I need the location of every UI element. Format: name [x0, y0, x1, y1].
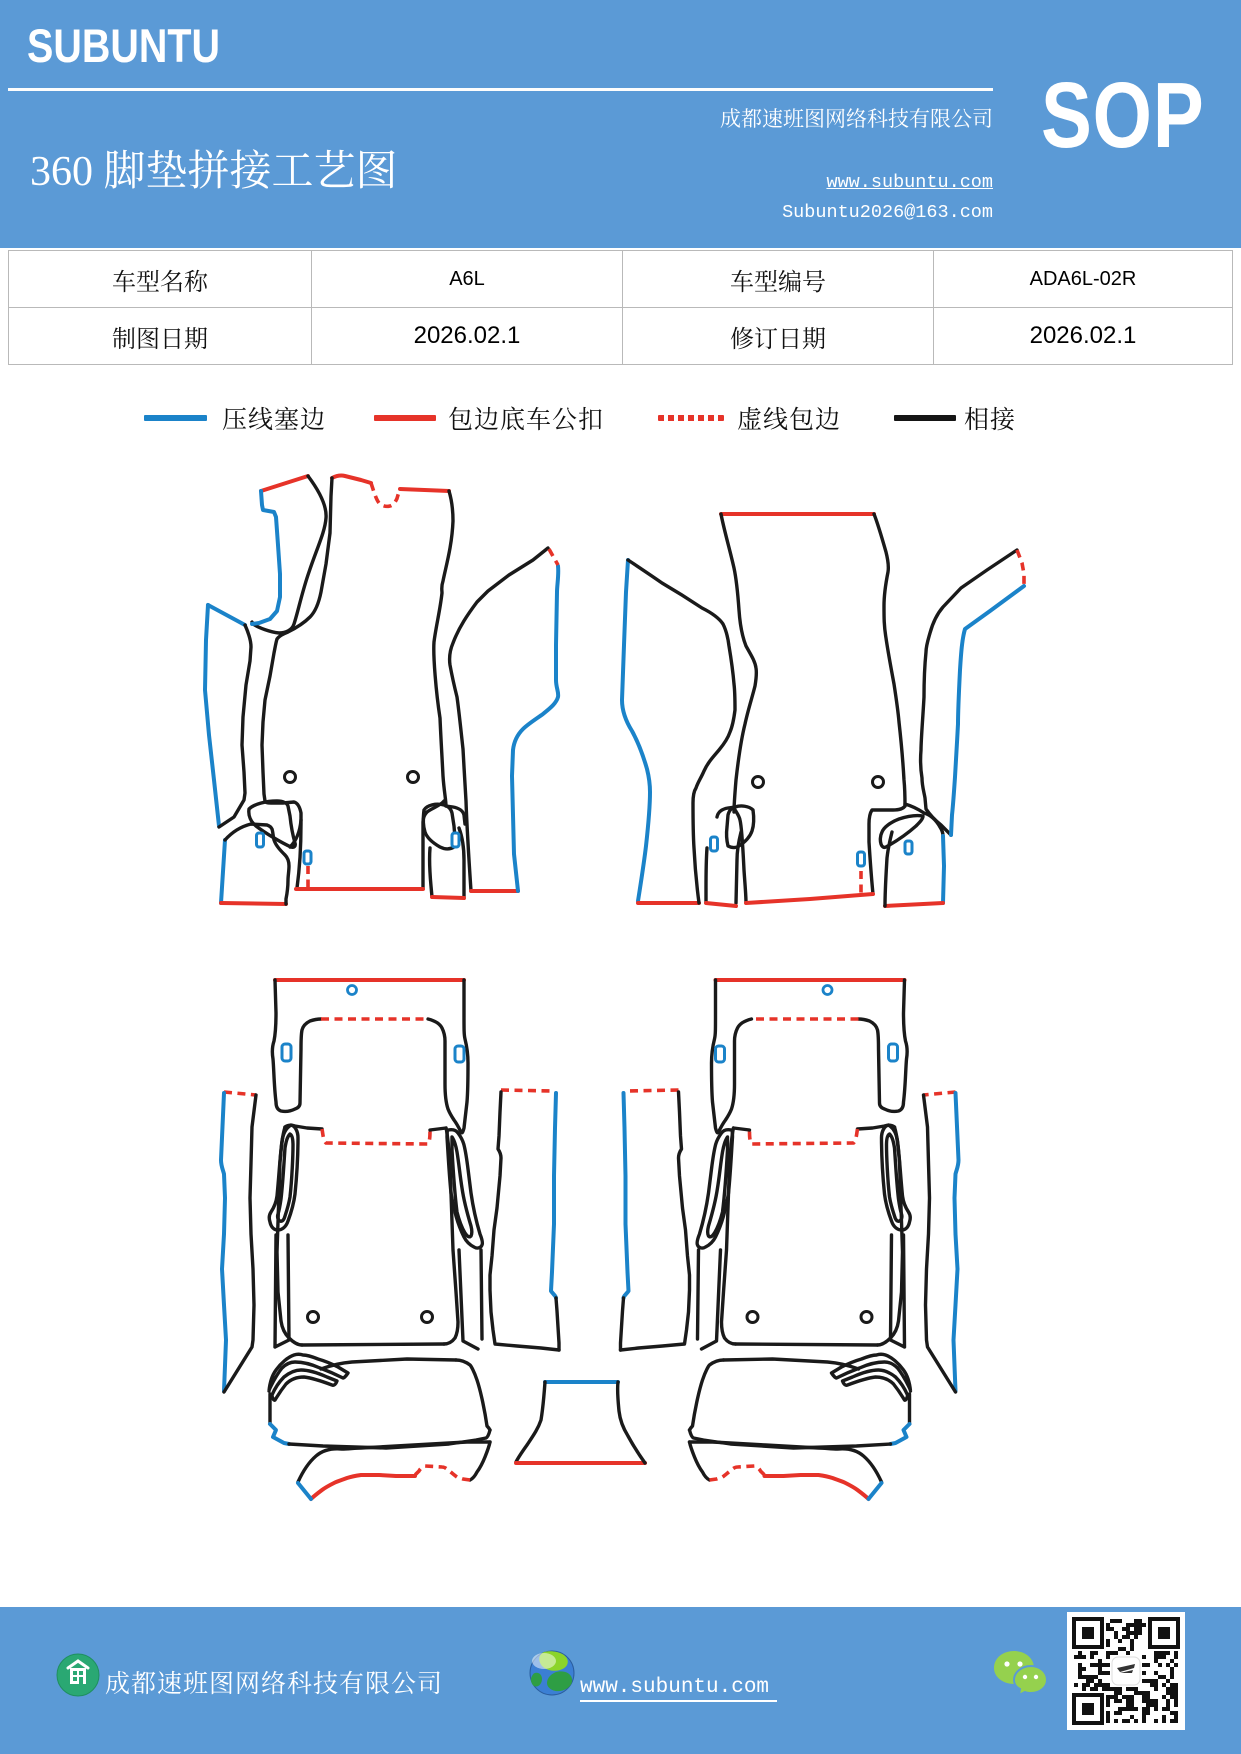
heel-left-red-bottom — [704, 901, 738, 908]
cell-model-name-value: A6L — [311, 250, 623, 308]
main-mat-left-edge — [260, 476, 334, 890]
main-mat-bottom-red — [744, 892, 875, 905]
heel-left-left-edge — [704, 846, 709, 905]
rear-left-mat-diagram — [219, 978, 561, 1501]
heel-right-slot — [450, 831, 461, 849]
wedge-strip-left-edge — [203, 603, 221, 828]
legend-label: 包边底车公扣 — [448, 407, 605, 434]
main-mat-grommet — [871, 775, 885, 789]
cell-model-code-value: ADA6L-02R — [933, 250, 1233, 308]
wedge-strip-right-edge — [217, 623, 253, 829]
footer-website-link[interactable]: www.subuntu.com — [580, 1676, 778, 1702]
hook-strip-blue-edge — [949, 584, 1026, 837]
collar-right-curve — [903, 802, 945, 838]
heel-right-left-edge — [427, 846, 434, 899]
legend-item: 压线塞边 — [144, 396, 326, 440]
main-mat-grommet — [283, 770, 297, 784]
company-logo: SUBUNTU — [27, 19, 221, 72]
main-mat-left-edge — [719, 512, 759, 814]
heel-left-outline — [223, 822, 291, 906]
bell-left-edge — [514, 1380, 547, 1464]
cell-draw-date-label: 制图日期 — [8, 307, 312, 365]
main-mat-top-red-right — [398, 487, 451, 493]
heel-left-right-edge — [734, 830, 743, 905]
hook-strip-top-dashed — [1015, 549, 1026, 584]
curved-strip-black-edge — [626, 558, 737, 905]
collar-left-curve — [715, 805, 737, 819]
tongue-right-loop — [421, 802, 458, 851]
main-mat-left-jog — [732, 806, 748, 905]
header-divider-line — [8, 88, 993, 91]
collar-right-curve — [444, 804, 467, 826]
stepped-strip-right-edge — [250, 474, 328, 635]
tongue-left-loop — [247, 799, 297, 849]
legend-line-swatch — [658, 415, 724, 421]
heel-left-slot — [255, 831, 265, 849]
main-mat-right-jog — [421, 799, 446, 890]
front-right-mat-diagram — [620, 512, 1026, 908]
bell-right-edge — [615, 1380, 647, 1465]
curved-strip-left-edge — [447, 546, 550, 893]
heel-left-red-bottom — [219, 901, 288, 906]
main-mat-right-jog — [867, 804, 907, 896]
table-row: 制图日期 2026.02.1 修订日期 2026.02.1 — [8, 307, 1233, 365]
legend-line-swatch — [374, 415, 436, 421]
curved-strip-top-dashed — [547, 548, 560, 566]
header-website-link[interactable]: www.subuntu.com — [826, 172, 993, 193]
heel-right-blue-edge — [941, 834, 946, 905]
legend-label: 虚线包边 — [737, 407, 842, 434]
legend-line-swatch — [144, 415, 207, 421]
cell-model-code-label: 车型编号 — [622, 250, 934, 308]
main-mat-top-red-left — [330, 473, 373, 485]
wedge-strip-top-edge — [206, 603, 247, 627]
header-email: Subuntu2026@163.com — [782, 202, 993, 223]
heel-right-red-bottom — [430, 895, 466, 900]
legend-item: 包边底车公扣 — [374, 396, 604, 440]
center-bell-piece — [514, 1380, 647, 1465]
legend-label: 压线塞边 — [222, 407, 327, 434]
main-mat-slot — [856, 850, 866, 868]
hook-strip-black-edge — [918, 548, 1019, 837]
rear-right-mat-diagram — [618, 978, 961, 1501]
legend-item: 相接 — [894, 396, 1016, 440]
heel-right-red-bottom — [883, 901, 945, 908]
heel-right-right-edge — [457, 826, 466, 900]
footer-company-name: 成都速班图网络科技有限公司 — [105, 1671, 444, 1698]
tongue-left-loop — [724, 804, 756, 850]
sop-label: SOP — [1041, 63, 1205, 167]
legend-line-swatch — [894, 415, 956, 421]
main-mat-right-edge — [872, 512, 907, 808]
main-mat-slot — [302, 849, 313, 866]
cell-draw-date-value: 2026.02.1 — [311, 307, 623, 365]
cell-revise-date-label: 修订日期 — [622, 307, 934, 365]
curved-strip-blue-edge — [620, 558, 652, 903]
page-title: 360 脚垫拼接工艺图 — [30, 149, 398, 195]
front-left-mat-diagram — [203, 473, 561, 906]
main-mat-right-edge — [432, 489, 455, 808]
cell-revise-date-value: 2026.02.1 — [933, 307, 1233, 365]
header-banner: SUBUNTU 360 脚垫拼接工艺图 成都速班图网络科技有限公司 www.su… — [0, 0, 1241, 248]
heel-left-slot — [709, 835, 719, 853]
header-company-name: 成都速班图网络科技有限公司 — [720, 107, 993, 131]
heel-right-left-edge — [883, 830, 894, 908]
heel-right-slot — [903, 839, 914, 856]
legend-item: 虚线包边 — [658, 396, 841, 440]
main-mat-top-dashed-notch — [369, 482, 402, 509]
stepped-strip-left-edge — [250, 489, 282, 626]
legend-label: 相接 — [964, 407, 1017, 434]
tongue-right-loop — [878, 813, 925, 850]
collar-left-curve — [288, 818, 303, 849]
main-mat-grommet — [406, 770, 420, 784]
vehicle-info-table: 车型名称 A6L 车型编号 ADA6L-02R 制图日期 2026.02.1 修… — [8, 250, 1233, 365]
curved-strip-blue-edge — [510, 564, 561, 893]
stepped-strip-top-red — [259, 474, 310, 493]
heel-left-blue-edge — [219, 838, 227, 905]
table-row: 车型名称 A6L 车型编号 ADA6L-02R — [8, 250, 1233, 308]
cell-model-name-label: 车型名称 — [8, 250, 312, 308]
main-mat-grommet — [751, 775, 765, 789]
legend: 压线塞边 包边底车公扣 虚线包边 相接 — [0, 396, 1241, 440]
